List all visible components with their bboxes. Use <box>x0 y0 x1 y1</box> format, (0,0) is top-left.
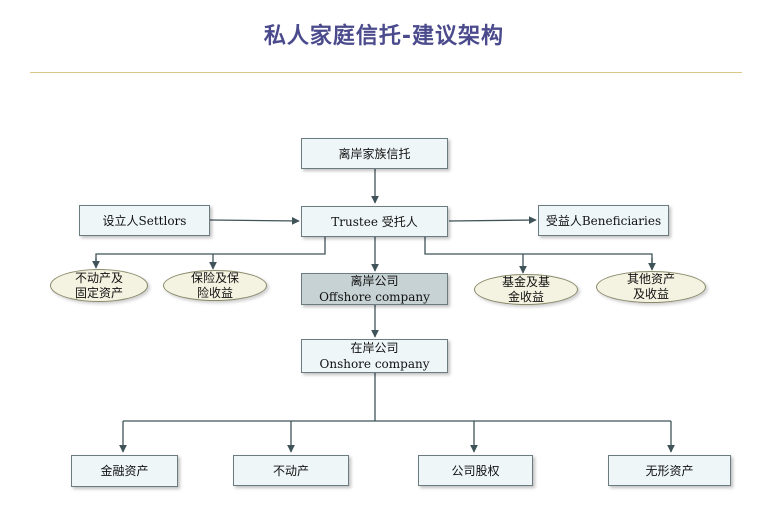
real-estate-fixed-assets-ellipse: 不动产及 固定资产 <box>50 269 148 302</box>
funds-ellipse: 基金及基 金收益 <box>474 274 578 305</box>
financial-assets-box: 金融资产 <box>71 455 178 487</box>
trustee-box: Trustee 受托人 <box>301 206 448 237</box>
title-divider <box>30 72 742 73</box>
line-right-branch <box>424 237 653 266</box>
page-title: 私人家庭信托-建议架构 <box>263 24 505 49</box>
line-left-branch <box>95 237 326 266</box>
offshore-company-box: 离岸公司 Offshore company <box>301 273 448 305</box>
real-estate-box: 不动产 <box>233 455 349 486</box>
insurance-ellipse: 保险及保 险收益 <box>163 270 267 301</box>
onshore-company-box: 在岸公司 Onshore company <box>301 339 448 373</box>
intangible-assets-box: 无形资产 <box>608 455 731 486</box>
settlors-box: 设立人Settlors <box>79 205 210 236</box>
line-trustee-to-beneficiaries <box>448 216 537 224</box>
company-equity-box: 公司股权 <box>418 455 533 486</box>
line-settlors-to-trustee <box>209 217 300 225</box>
other-assets-ellipse: 其他资产 及收益 <box>596 271 706 303</box>
beneficiaries-box: 受益人Beneficiaries <box>538 205 669 236</box>
offshore-family-trust-box: 离岸家族信托 <box>301 138 448 169</box>
